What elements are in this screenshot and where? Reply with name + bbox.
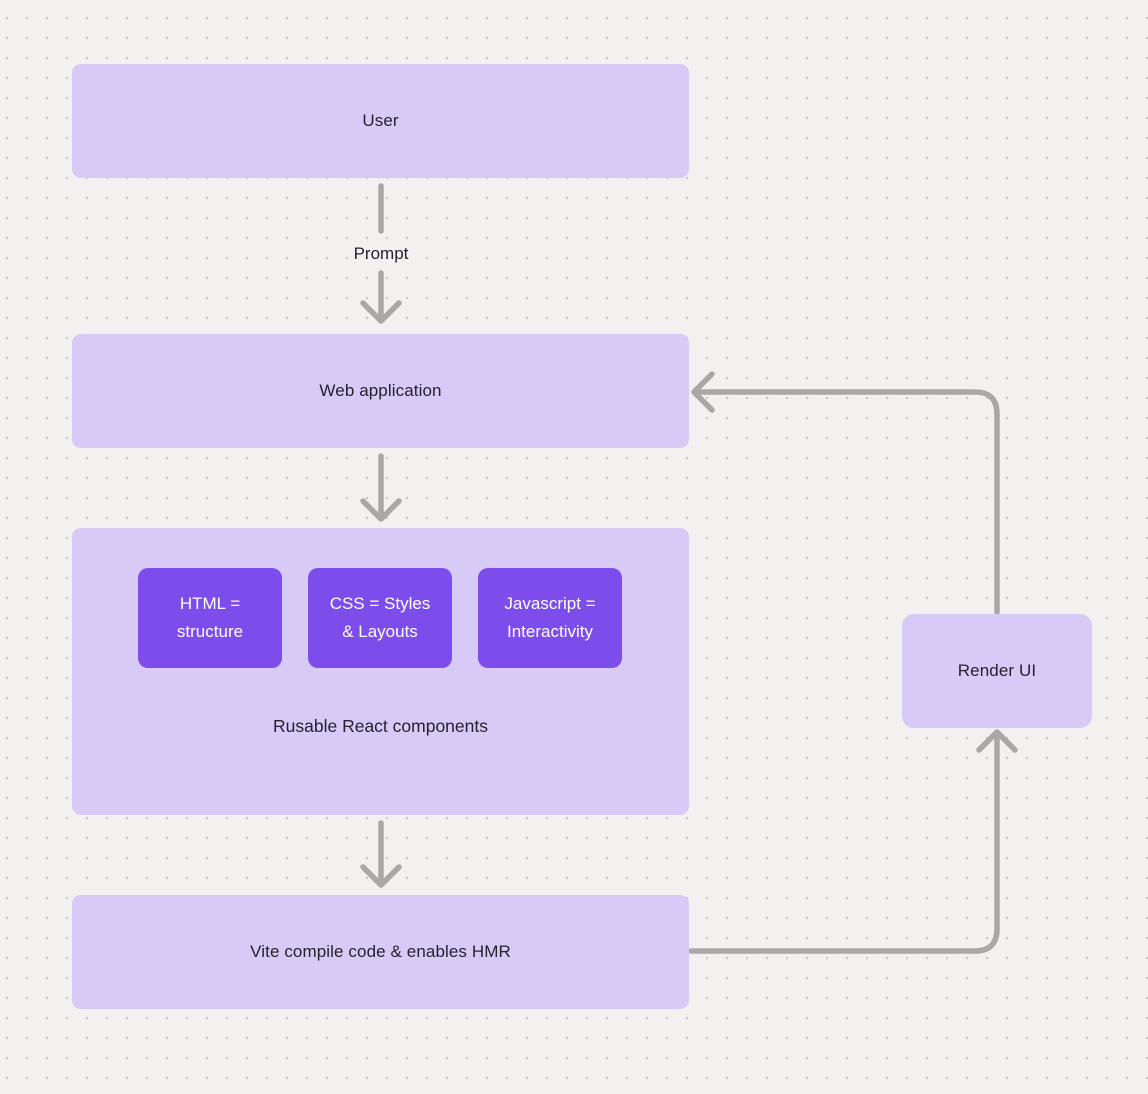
components-caption: Rusable React components [273,716,488,736]
node-render-ui-label: Render UI [957,661,1037,680]
edge-vite-to-renderui[interactable] [688,729,1018,954]
edge-renderui-to-webapp[interactable] [691,371,1000,615]
chip-css-line2: & Layouts [342,622,418,641]
edge-label-prompt: Prompt [353,244,409,263]
chip-javascript-line2: Interactivity [507,622,593,641]
node-web-application-label: Web application [319,381,442,400]
chip-javascript[interactable]: Javascript = Interactivity [478,568,622,668]
edge-webapp-to-components[interactable] [360,453,402,522]
edge-components-to-vite[interactable] [360,820,402,888]
node-user-label: User [362,111,399,130]
node-vite-label: Vite compile code & enables HMR [250,942,511,961]
edge-user-to-webapp[interactable] [360,183,402,324]
node-render-ui[interactable]: Render UI [902,614,1092,728]
chip-html-line2: structure [176,622,244,641]
chip-css[interactable]: CSS = Styles & Layouts [308,568,452,668]
node-web-application[interactable]: Web application [72,334,689,448]
chip-html[interactable]: HTML = structure [138,568,282,668]
node-user[interactable]: User [72,64,689,178]
chip-css-line1: CSS = Styles [329,594,431,613]
node-vite[interactable]: Vite compile code & enables HMR [72,895,689,1009]
chip-javascript-line1: Javascript = [504,594,596,613]
chip-html-line1: HTML = [179,594,241,613]
node-components-container[interactable]: HTML = structure CSS = Styles & Layouts … [72,528,689,815]
